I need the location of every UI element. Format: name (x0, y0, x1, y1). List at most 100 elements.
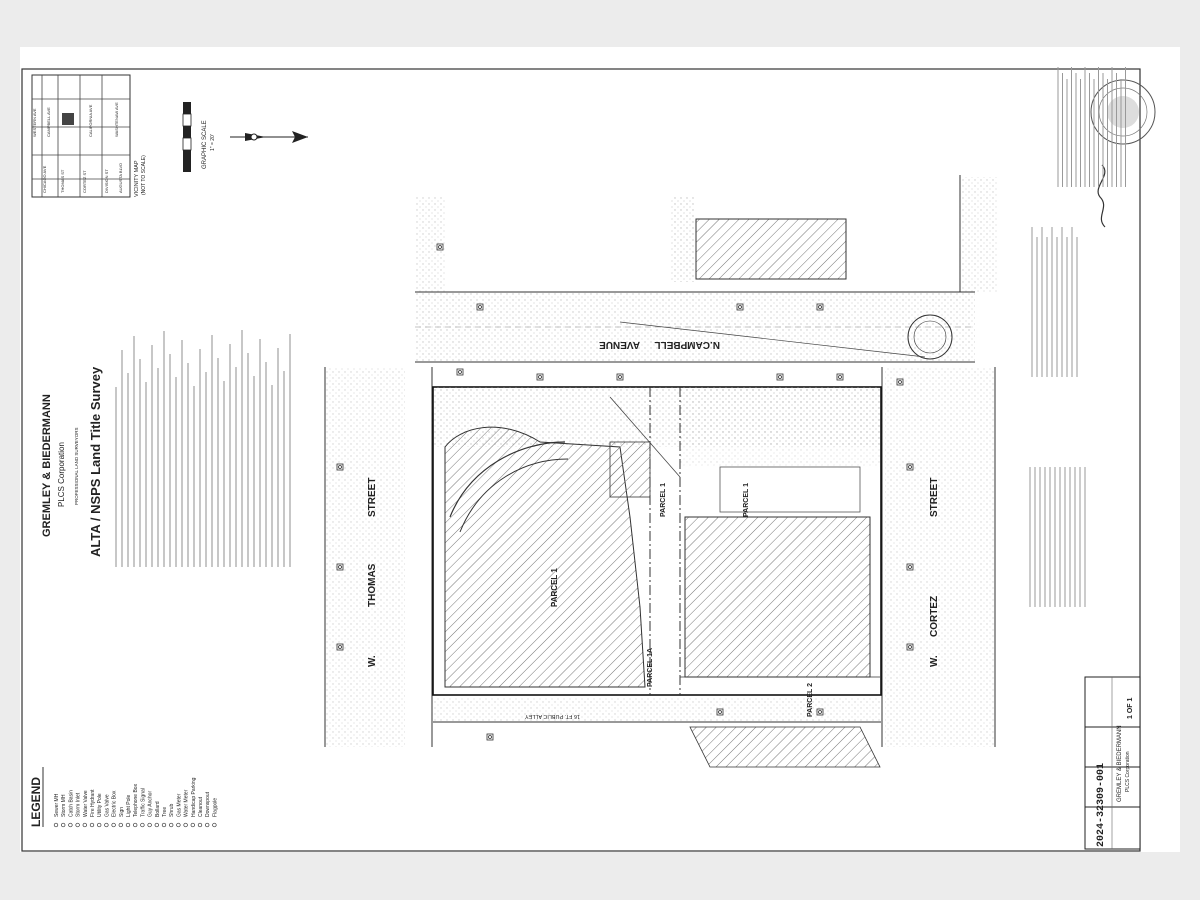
utility-structure-icon (816, 303, 824, 311)
vicinity-street-label: CORTEZ ST (82, 170, 87, 193)
legend-item-label: Gas Valve (104, 794, 110, 817)
legend-item-label: Gas Meter (176, 793, 182, 817)
utility-structure-icon (816, 708, 824, 716)
legend-symbol-icon (147, 822, 152, 828)
utility-structure-icon (896, 378, 904, 386)
vicinity-street-label: DIVISION ST (104, 169, 109, 193)
legend-symbol-icon (197, 822, 203, 828)
legend-item: Handicap Parking (190, 777, 197, 828)
legend-symbol-icon (212, 822, 217, 828)
legend-item: Traffic Signal (140, 788, 146, 828)
legend-symbol-icon (133, 822, 138, 828)
utility-structure-icon (776, 373, 784, 381)
graphic-scale: GRAPHIC SCALE 1" = 20' (182, 102, 216, 172)
legend-item: Storm MH (61, 794, 67, 828)
legend-item: Sewer MH (53, 793, 60, 828)
north-arrow-icon (230, 131, 308, 143)
legend-item-label: Utility Pole (97, 793, 103, 817)
utility-structure-icon (906, 463, 914, 471)
utility-structure-icon (716, 708, 724, 716)
vicinity-title: VICINITY MAP (134, 160, 140, 197)
vicinity-street-label: THOMAS ST (60, 169, 65, 193)
building-parcel-1-east (684, 516, 871, 678)
legend-item-label: Flagpole (212, 798, 218, 817)
parcel-2-label: PARCEL 2 (807, 683, 814, 717)
legend-symbol-icon (169, 822, 174, 828)
vicinity-street-label: CHICAGO AVE (42, 165, 47, 193)
surveyor-signature (1097, 164, 1106, 228)
legend-symbol-icon (53, 822, 59, 828)
legend-symbol-icon (125, 822, 131, 828)
svg-text:STREET: STREET (929, 478, 940, 517)
utility-structure-icon (336, 643, 344, 651)
parcel-1-mid-label: PARCEL 1 (660, 483, 667, 517)
legend-item: Fire Hydrant (89, 789, 96, 828)
legend-item: Sign (118, 807, 125, 828)
svg-text:CAMPBELL: CAMPBELL (654, 339, 710, 350)
building-parcel-1 (444, 426, 646, 688)
drawing-border (21, 68, 1141, 852)
svg-text:STREET: STREET (367, 478, 378, 517)
utility-structure-icon (736, 303, 744, 311)
svg-text:W.: W. (929, 655, 940, 667)
legend-item-label: Sewer MH (54, 793, 60, 817)
legend-item: Cleanout (197, 796, 204, 828)
legend-symbol-icon (104, 822, 109, 828)
legend-item-label: Water Meter (184, 789, 190, 817)
legend-symbol-icon (176, 822, 181, 828)
title-box-firm: GREMLEY & BIEDERMANN (1117, 725, 1123, 802)
campbell-avenue-label: N. CAMPBELL AVENUE (599, 339, 720, 350)
legend-item-label: Downspout (205, 791, 211, 817)
legend-item-label: Water Valve (83, 790, 89, 817)
legend-item: Utility Pole (97, 793, 103, 828)
legend-item: Gas Valve (104, 794, 110, 828)
legend-item-label: Catch Basin (68, 790, 74, 817)
thomas-street-row (325, 367, 405, 747)
legend-symbol-icon (111, 822, 116, 828)
vicinity-map: CHICAGO AVE THOMAS ST CORTEZ ST DIVISION ST… (31, 74, 147, 198)
utility-structure-icon (336, 463, 344, 471)
utility-structure-icon (906, 643, 914, 651)
firm-name: GREMLEY & BIEDERMANN (41, 394, 53, 537)
utility-structure-icon (436, 243, 444, 251)
site-location-marker (62, 113, 74, 125)
legend-symbol-icon (82, 822, 87, 828)
surveyor-seal-icon (1090, 79, 1156, 145)
parcel-1a-label: PARCEL 1A (647, 648, 654, 687)
utility-structure-icon (536, 373, 544, 381)
legend-symbol-icon (205, 822, 210, 828)
legend-symbol-icon (97, 822, 102, 828)
vicinity-street-label: WASHTENAW AVE (114, 102, 119, 137)
legend-symbol-icon (118, 822, 123, 828)
vicinity-street-label: AUGUSTA BLVD (118, 163, 123, 193)
legend-item-label: Tree (162, 807, 168, 817)
svg-text:CORTEZ: CORTEZ (929, 596, 940, 637)
adjacent-building-north (695, 218, 847, 280)
legend-item-label: Shrub (169, 803, 175, 817)
legend-item-label: Telephone Box (133, 783, 139, 817)
thomas-street-label: W. THOMAS STREET (367, 478, 378, 667)
vicinity-street-label: CAMPBELL AVE (46, 107, 51, 137)
utility-structure-icon (906, 563, 914, 571)
legend-symbol-icon (183, 822, 188, 828)
legend-item: Guy Anchor (147, 791, 154, 828)
legend-item: Storm Inlet (75, 792, 82, 828)
legend-symbol-icon (190, 822, 195, 828)
utility-symbols (336, 243, 914, 741)
legend-item-label: Handicap Parking (191, 777, 197, 817)
adjacent-building-south (689, 726, 881, 768)
sheet-number: 1 OF 1 (1127, 697, 1134, 719)
legend-symbol-icon (140, 822, 145, 828)
cortez-street-row (885, 367, 995, 747)
legend-item-label: Sign (119, 807, 125, 817)
legend-item: Electric Box (111, 790, 118, 828)
legend-symbol-icon (89, 822, 95, 828)
alley-label: 16 FT. PUBLIC ALLEY (525, 713, 580, 719)
job-number: 2024-32309-001 (1096, 763, 1107, 847)
legend-item-label: Storm MH (61, 794, 67, 817)
legend-item-label: Electric Box (112, 790, 118, 817)
legend-item: Water Meter (183, 789, 190, 828)
